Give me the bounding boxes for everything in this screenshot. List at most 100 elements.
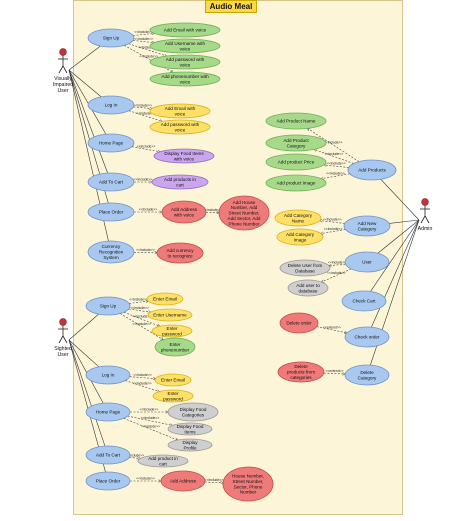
use-case-shape: [87, 172, 135, 192]
use-case-check-cart[interactable]: Check Cart: [341, 290, 387, 312]
use-case-house-number-street-number-sector-phone-number[interactable]: House Number,Street Number,Sector, Phone…: [222, 466, 274, 502]
relation-label: <<include>>: [327, 162, 346, 166]
use-case-sign-up[interactable]: Sign Up: [87, 28, 135, 48]
use-case-shape: [153, 148, 215, 164]
use-case-label: Log In: [105, 103, 118, 108]
use-case-shape: [87, 28, 135, 48]
use-case-label: Sign Up: [100, 304, 117, 309]
use-case-add-to-cart[interactable]: Add To Cart: [87, 172, 135, 192]
use-case-enter-username[interactable]: Enter Username: [147, 308, 193, 322]
use-case-add-email-with-voice[interactable]: Add Email with voice: [149, 22, 221, 38]
use-case-shape: [149, 22, 221, 38]
relation-include: [127, 415, 173, 425]
relation-include: [129, 301, 148, 304]
use-case-add-address[interactable]: Add Address: [160, 470, 206, 492]
relation-label: <<include>>: [327, 271, 346, 275]
use-case-place-order[interactable]: Place Order: [85, 471, 131, 491]
relation-label: <<include>>: [136, 248, 155, 252]
actor-admin[interactable]: Admin: [418, 198, 433, 232]
relation-include: [123, 311, 160, 326]
use-case-shape: [277, 361, 325, 383]
use-case-add-product-price[interactable]: Add product Price: [265, 153, 327, 171]
actor-association: [68, 45, 101, 71]
use-case-home-page[interactable]: Home Page: [85, 402, 131, 422]
relation-label: <<include>>: [203, 208, 222, 212]
use-case-label: Delete order: [286, 321, 312, 326]
use-case-sign-up[interactable]: Sign Up: [85, 296, 131, 316]
use-case-log-in[interactable]: Log In: [85, 365, 131, 385]
use-case-place-order[interactable]: Place Order: [87, 202, 135, 222]
use-case-label: Add Products: [358, 168, 386, 173]
use-case-enter-email[interactable]: Enter Email: [146, 292, 184, 306]
use-case-label: Place Order: [99, 210, 124, 215]
use-case-add-products[interactable]: Add Products: [347, 159, 397, 181]
use-case-shape: [265, 134, 327, 152]
use-case-add-product-name[interactable]: Add Product Name: [265, 112, 327, 130]
use-case-shape: [152, 389, 194, 403]
use-case-shape: [87, 202, 135, 222]
use-case-user[interactable]: User: [344, 251, 390, 273]
use-case-add-product-image[interactable]: Add product Image: [265, 174, 327, 192]
relation-label: <<include>>: [139, 54, 158, 58]
use-case-shape: [85, 365, 131, 385]
relation-label: <<include>>: [141, 416, 160, 420]
actor-label: Admin: [418, 226, 433, 232]
use-case-delete-order[interactable]: Delete order: [279, 312, 319, 334]
use-case-log-in[interactable]: Log In: [87, 95, 135, 115]
relation-label: <<include>>: [324, 227, 343, 231]
use-case-shape: [87, 95, 135, 115]
use-case-label: Enter Username: [153, 313, 187, 318]
relation-include: [204, 482, 223, 483]
relation-label: <<extend>>: [323, 325, 341, 329]
use-case-label: Home Page: [96, 410, 121, 415]
actor-head-icon: [59, 48, 67, 56]
use-case-enter-email[interactable]: Enter Email: [154, 373, 192, 387]
relation-include: [314, 149, 354, 164]
use-case-home-page[interactable]: Home Page: [87, 133, 135, 153]
use-case-shape: [265, 174, 327, 192]
use-case-label: Enter Email: [153, 297, 177, 302]
use-case-shape: [279, 312, 319, 334]
relation-extend: [323, 373, 345, 374]
use-case-label: Add Product Name: [277, 119, 316, 124]
relation-include: [133, 106, 151, 109]
use-case-check-order[interactable]: Check order: [344, 326, 390, 348]
use-case-add-to-cart[interactable]: Add To Cart: [85, 445, 131, 465]
